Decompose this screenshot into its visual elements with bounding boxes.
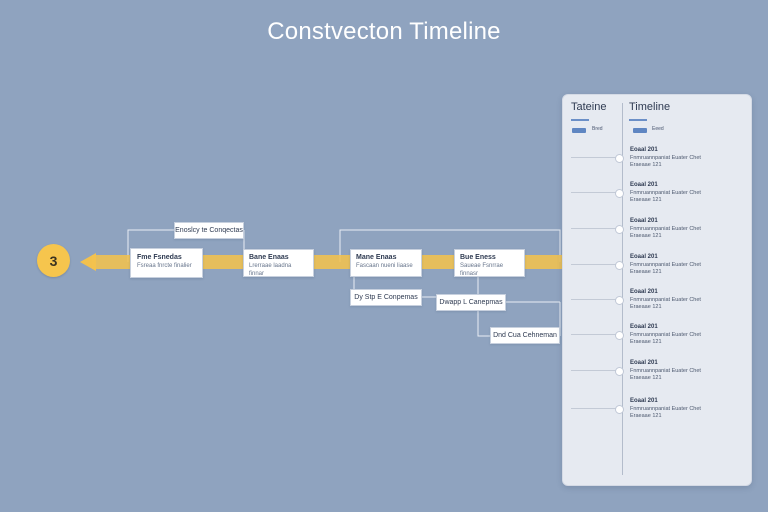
flow-lower-label-text: Dnd Cua Cehneman [493, 332, 557, 339]
event-tick [571, 408, 621, 409]
panel-header-left: Tateine [571, 101, 607, 113]
timeline-event: Eoaal 201 Fnmruannpaniat Euater Chet Era… [563, 254, 751, 278]
flow-top-label: Enoslcy te Conqectas [174, 222, 244, 239]
flow-box-title: Mane Enaas [356, 254, 397, 261]
panel-chip-label: Bred [592, 126, 603, 132]
flow-lower-label-text: Dwapp L Canepmas [439, 299, 503, 306]
connector-lines [127, 229, 561, 337]
timeline-event: Eoaal 201 Fnmruannpaniat Euater Chet Era… [563, 147, 751, 171]
timeline-event: Eoaal 201 Fnmruannpaniat Euater Chet Era… [563, 218, 751, 242]
flow-box-title: Bue Eness [460, 254, 496, 261]
flow-box: Bue Eness Saueae Fsnrrae finnasr [454, 249, 525, 277]
event-detail: Eraeaae 121 [630, 375, 662, 381]
flow-top-label-text: Enoslcy te Conqectas [175, 227, 243, 234]
event-detail: Eraeaae 121 [630, 197, 662, 203]
flow-box-title: Fme Fsnedas [137, 254, 182, 261]
flow-box: Fme Fsnedas Fsreaa fnrcte finalier [130, 248, 203, 278]
flow-box-subtitle: Saueae Fsnrrae finnasr [460, 263, 504, 277]
event-dot [615, 189, 624, 198]
event-dot [615, 261, 624, 270]
event-detail: Eraeaae 121 [630, 413, 662, 419]
timeline-event: Eoaal 201 Fnmruannpaniat Euater Chet Era… [563, 324, 751, 348]
event-detail: Eraeaae 121 [630, 162, 662, 168]
event-dot [615, 154, 624, 163]
event-tick [571, 228, 621, 229]
event-detail: Fnmruannpaniat Euater Chet [630, 332, 701, 338]
event-tick [571, 157, 621, 158]
event-title: Eoaal 201 [630, 147, 658, 153]
event-title: Eoaal 201 [630, 182, 658, 188]
event-detail: Eraeaae 121 [630, 304, 662, 310]
flow-lower-label: Dwapp L Canepmas [436, 294, 506, 311]
event-dot [615, 225, 624, 234]
event-detail: Fnmruannpaniat Euater Chet [630, 226, 701, 232]
event-title: Eoaal 201 [630, 324, 658, 330]
event-tick [571, 264, 621, 265]
start-badge: 3 [37, 244, 70, 277]
event-tick [571, 334, 621, 335]
flow-box-subtitle: Fsreaa fnrcte finalier [137, 263, 192, 269]
timeline-event: Eoaal 201 Fnmruannpaniat Euater Chet Era… [563, 289, 751, 313]
event-tick [571, 299, 621, 300]
event-detail: Eraeaae 121 [630, 339, 662, 345]
panel-chip-label: Eeed [652, 126, 664, 132]
panel-header-underline [629, 119, 647, 121]
page-title: Constvecton Timeline [267, 18, 501, 45]
flow-box: Bane Enaas Lrerraae laadna finnar [243, 249, 314, 277]
flow-box: Mane Enaas Fascaan nueni liaase [350, 249, 422, 277]
event-detail: Fnmruannpaniat Euater Chet [630, 262, 701, 268]
event-title: Eoaal 201 [630, 254, 658, 260]
flow-lower-label: Dnd Cua Cehneman [490, 327, 560, 344]
event-dot [615, 296, 624, 305]
panel-header-right: Timeline [629, 101, 671, 113]
event-detail: Fnmruannpaniat Euater Chet [630, 368, 701, 374]
flow-box-subtitle: Lrerraae laadna finnar [249, 263, 292, 277]
timeline-panel: Tateine Timeline Bred Eeed Eoaal 201 Fnm… [562, 94, 752, 486]
event-title: Eoaal 201 [630, 398, 658, 404]
event-dot [615, 331, 624, 340]
event-tick [571, 192, 621, 193]
event-detail: Eraeaae 121 [630, 269, 662, 275]
event-dot [615, 405, 624, 414]
event-tick [571, 370, 621, 371]
event-detail: Fnmruannpaniat Euater Chet [630, 190, 701, 196]
panel-header-underline [571, 119, 589, 121]
event-dot [615, 367, 624, 376]
connector-line [127, 229, 176, 262]
flow-lower-label: Dy Stp E Conpemas [350, 289, 422, 306]
timeline-event: Eoaal 201 Fnmruannpaniat Euater Chet Era… [563, 398, 751, 422]
flow-box-subtitle: Fascaan nueni liaase [356, 263, 413, 269]
event-detail: Eraeaae 121 [630, 233, 662, 239]
event-detail: Fnmruannpaniat Euater Chet [630, 406, 701, 412]
event-title: Eoaal 201 [630, 360, 658, 366]
event-title: Eoaal 201 [630, 218, 658, 224]
event-detail: Fnmruannpaniat Euater Chet [630, 297, 701, 303]
timeline-event: Eoaal 201 Fnmruannpaniat Euater Chet Era… [563, 360, 751, 384]
flow-lower-label-text: Dy Stp E Conpemas [354, 294, 418, 301]
event-detail: Fnmruannpaniat Euater Chet [630, 155, 701, 161]
connector-line [339, 229, 561, 262]
event-title: Eoaal 201 [630, 289, 658, 295]
panel-timeline-axis [622, 103, 623, 475]
flow-box-title: Bane Enaas [249, 254, 289, 261]
timeline-event: Eoaal 201 Fnmruannpaniat Euater Chet Era… [563, 182, 751, 206]
panel-chip [633, 128, 647, 133]
panel-chip [572, 128, 586, 133]
